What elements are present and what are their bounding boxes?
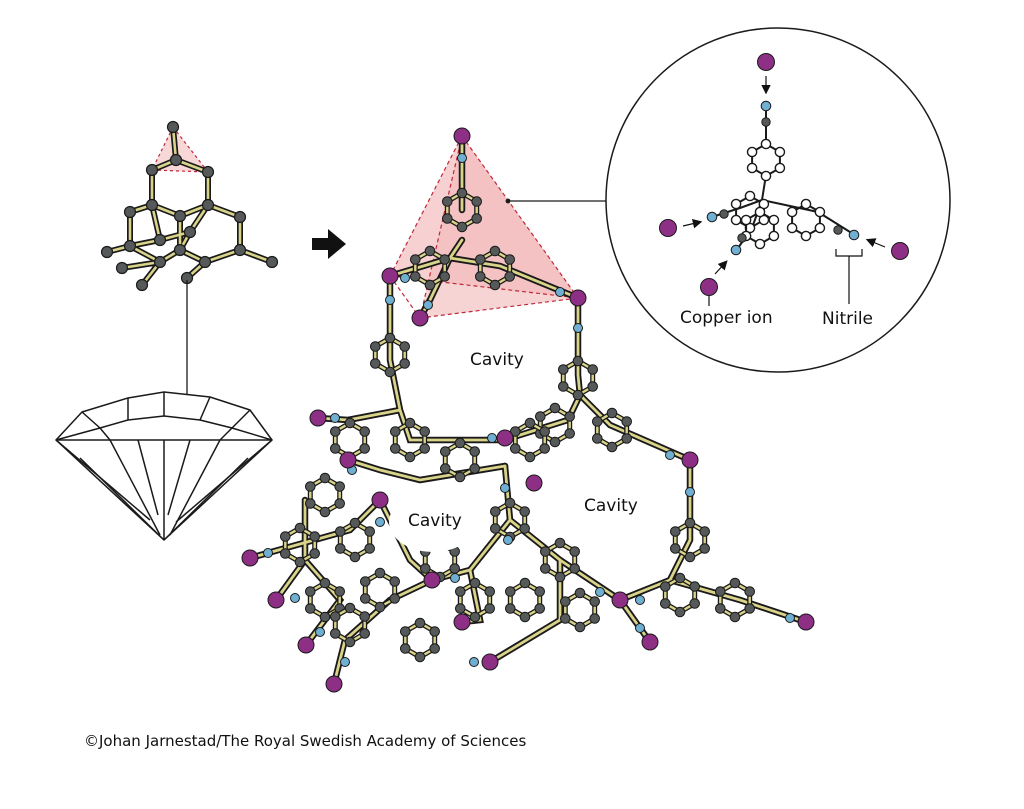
right-arrow-icon bbox=[312, 229, 346, 259]
cavity-label-left: Cavity bbox=[408, 511, 462, 531]
cavity-label-top: Cavity bbox=[470, 350, 524, 370]
cavities bbox=[389, 331, 657, 552]
nitrile-nitrogens bbox=[263, 153, 795, 667]
molecule-zoom-icon bbox=[605, 27, 951, 373]
copper-ion-label: Copper ion bbox=[680, 308, 773, 328]
framework-structure bbox=[241, 127, 815, 693]
nitrile-label: Nitrile bbox=[822, 309, 873, 329]
copper-ions bbox=[241, 127, 815, 693]
diamond-lattice-small bbox=[100, 120, 279, 292]
image-credit: ©Johan Jarnestad/The Royal Swedish Acade… bbox=[84, 732, 527, 750]
diamond-gem-icon bbox=[55, 391, 273, 541]
cavity-label-right: Cavity bbox=[584, 496, 638, 516]
